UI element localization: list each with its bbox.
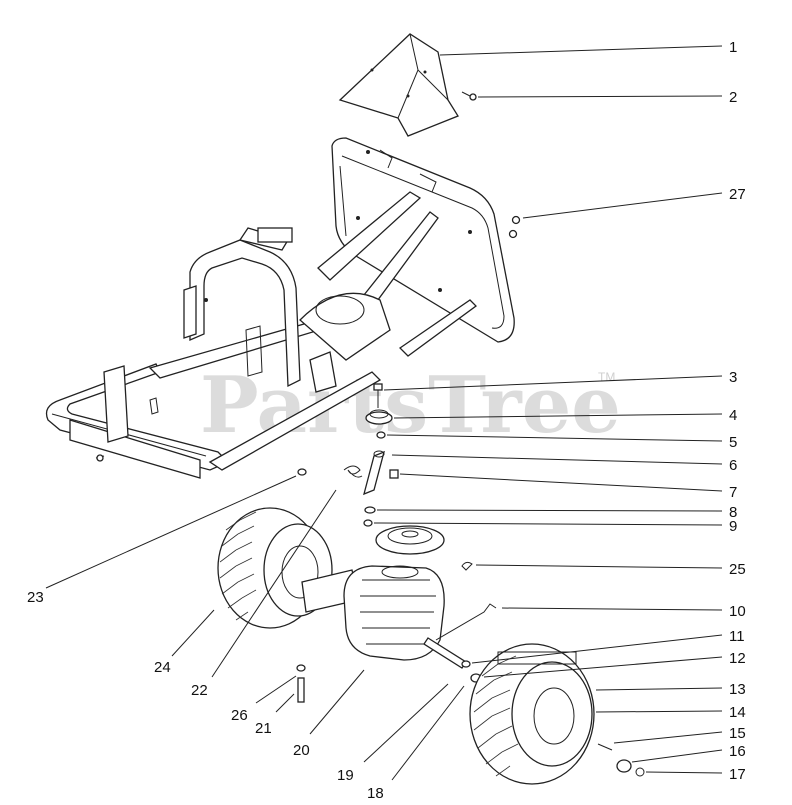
part-washer-23: [297, 468, 307, 476]
part-washer-11: [461, 660, 471, 668]
callout-21: 21: [255, 720, 272, 737]
part-seat-shield: [338, 33, 459, 137]
part-nut-9: [363, 519, 373, 527]
part-washer-5: [376, 431, 386, 439]
callout-24: 24: [154, 659, 171, 676]
part-spring-22: [343, 465, 363, 478]
watermark-trademark: TM: [598, 370, 615, 384]
callout-19: 19: [337, 767, 354, 784]
part-pulley-4: [365, 409, 393, 425]
callout-numbers: 1 2 3 4 5 6 7 8 9 10 11 12 13 14 15 16 1…: [27, 39, 746, 802]
callout-12: 12: [729, 650, 746, 667]
callout-22: 22: [191, 682, 208, 699]
leader-lines: [45, 45, 723, 781]
callout-17: 17: [729, 766, 746, 783]
callout-7: 7: [729, 484, 737, 501]
part-rear-panel: [331, 137, 515, 343]
callout-15: 15: [729, 725, 746, 742]
callout-25: 25: [729, 561, 746, 578]
part-drive-pulley: [375, 525, 445, 555]
callout-4: 4: [729, 407, 737, 424]
callout-5: 5: [729, 434, 737, 451]
part-bolt-3: [373, 383, 383, 408]
part-frame: [45, 191, 477, 479]
part-washer-8: [364, 506, 376, 514]
callout-20: 20: [293, 742, 310, 759]
callout-10: 10: [729, 603, 746, 620]
part-key-15: [597, 743, 613, 751]
callout-9: 9: [729, 518, 737, 535]
callout-18: 18: [367, 785, 384, 802]
part-idler-arm-6: [363, 450, 385, 496]
part-nuts-27: [508, 215, 521, 239]
part-hubcap-16: [616, 759, 632, 773]
callout-13: 13: [729, 681, 746, 698]
part-transaxle: [301, 565, 497, 669]
callout-3: 3: [729, 369, 737, 386]
part-right-wheel: [469, 643, 595, 785]
callout-8: 8: [729, 504, 737, 521]
callout-6: 6: [729, 457, 737, 474]
callout-27: 27: [729, 186, 746, 203]
part-bolt-21: [296, 664, 306, 703]
callout-1: 1: [729, 39, 737, 56]
callout-11: 11: [729, 628, 745, 645]
part-left-wheel: [217, 507, 333, 629]
part-clip-25: [461, 561, 473, 571]
part-screw-2: [461, 91, 477, 101]
callout-2: 2: [729, 89, 737, 106]
callout-26: 26: [231, 707, 248, 724]
callout-23: 23: [27, 589, 44, 606]
part-retaining-ring-17: [635, 767, 645, 777]
callout-14: 14: [729, 704, 746, 721]
part-spacer-7: [389, 469, 399, 479]
callout-16: 16: [729, 743, 746, 760]
